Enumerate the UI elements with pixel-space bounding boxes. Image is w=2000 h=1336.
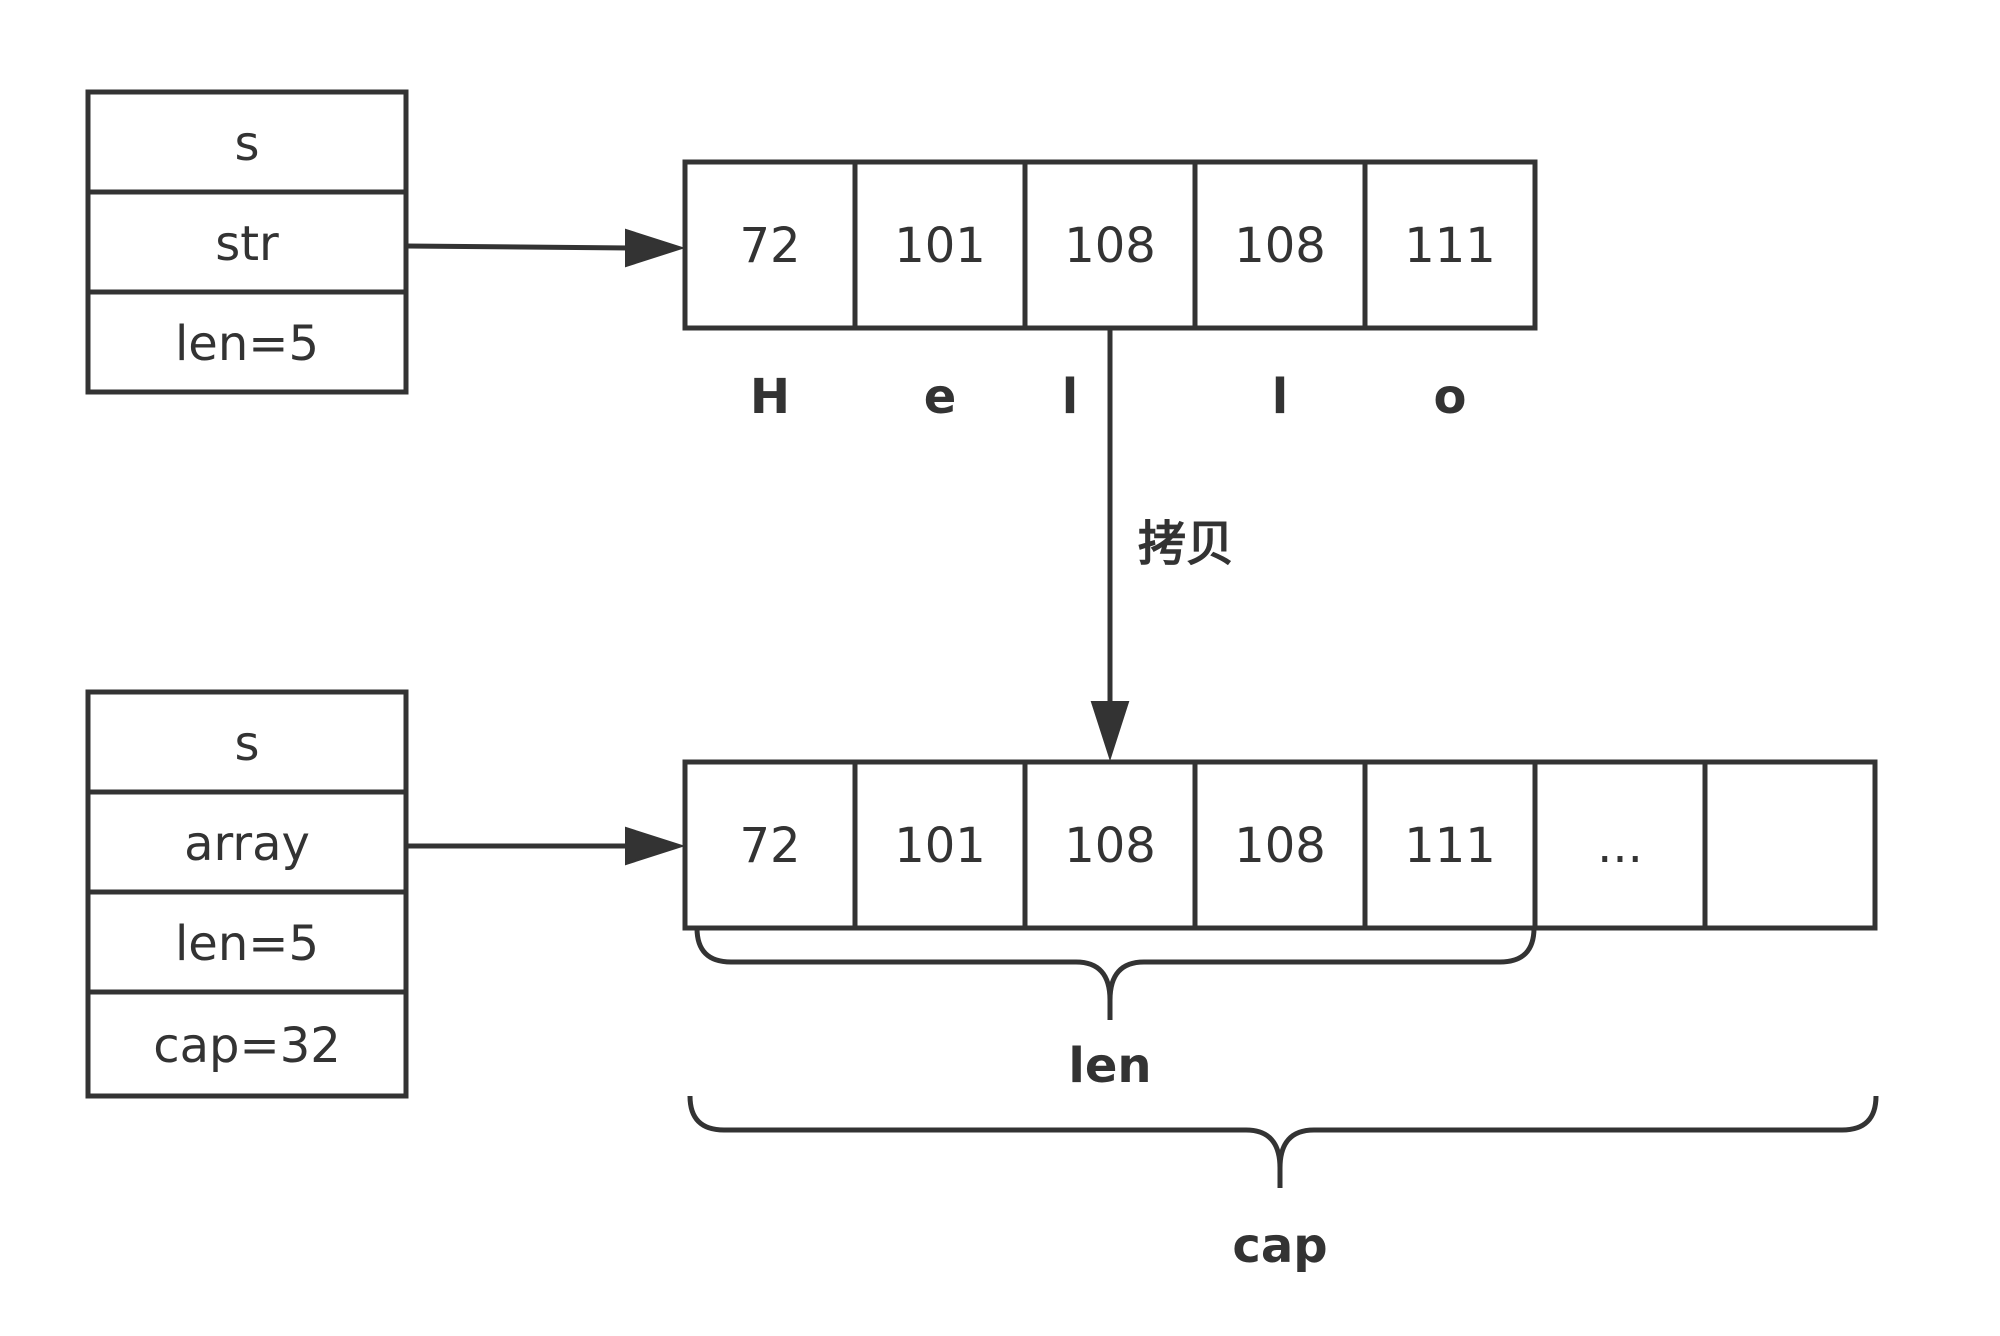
char-label: l xyxy=(1272,369,1288,425)
string-header-struct: s str len=5 xyxy=(85,89,409,395)
char-label: o xyxy=(1434,369,1467,425)
byte-value: 108 xyxy=(1234,218,1326,274)
slice-header-field-box xyxy=(85,789,409,895)
string-header-field-box xyxy=(85,289,409,395)
char-label: H xyxy=(750,369,790,425)
slice-header-field: cap=32 xyxy=(153,1018,341,1074)
cap-brace xyxy=(687,1095,1879,1188)
string-header-field: s xyxy=(234,116,259,172)
array-cell xyxy=(1532,759,1708,931)
string-header-field-box xyxy=(85,189,409,295)
byte-cell xyxy=(1192,159,1368,331)
byte-value: 72 xyxy=(739,218,800,274)
array-value: 72 xyxy=(739,818,800,874)
byte-cell xyxy=(852,159,1028,331)
array-cell xyxy=(1022,759,1198,931)
slice-pointer-arrow xyxy=(406,826,686,866)
copy-label: 拷贝 xyxy=(1138,516,1234,572)
array-cell xyxy=(1702,759,1878,931)
byte-cell xyxy=(1362,159,1538,331)
slice-header-field: array xyxy=(184,816,310,872)
len-brace xyxy=(694,927,1537,1020)
byte-value: 101 xyxy=(894,218,986,274)
copy-arrow xyxy=(1090,328,1130,762)
slice-header-field: len=5 xyxy=(175,916,319,972)
char-label: l xyxy=(1062,369,1078,425)
slice-header-field: s xyxy=(234,716,259,772)
character-labels: H e l l o xyxy=(750,369,1467,425)
string-header-field: len=5 xyxy=(175,316,319,372)
array-cell xyxy=(1362,759,1538,931)
char-label: e xyxy=(924,369,957,425)
len-label: len xyxy=(1068,1038,1151,1094)
array-value: ... xyxy=(1597,818,1643,874)
slice-header-field-box xyxy=(85,889,409,995)
array-value: 111 xyxy=(1404,818,1496,874)
byte-value: 111 xyxy=(1404,218,1496,274)
array-value: 108 xyxy=(1234,818,1326,874)
byte-cell xyxy=(1022,159,1198,331)
cap-label: cap xyxy=(1232,1218,1327,1274)
slice-header-struct: s array len=5 cap=32 xyxy=(85,689,409,1099)
array-cell xyxy=(1192,759,1368,931)
string-byte-array: 72 101 108 108 111 xyxy=(682,159,1538,331)
array-value: 108 xyxy=(1064,818,1156,874)
string-header-field: str xyxy=(215,216,279,272)
slice-backing-array: 72 101 108 108 111 ... xyxy=(682,759,1878,931)
array-cell xyxy=(852,759,1028,931)
array-value: 101 xyxy=(894,818,986,874)
slice-header-field-box xyxy=(85,989,409,1099)
array-cell xyxy=(682,759,858,931)
string-pointer-arrow xyxy=(405,228,686,268)
string-header-field-box xyxy=(85,89,409,195)
byte-value: 108 xyxy=(1064,218,1156,274)
